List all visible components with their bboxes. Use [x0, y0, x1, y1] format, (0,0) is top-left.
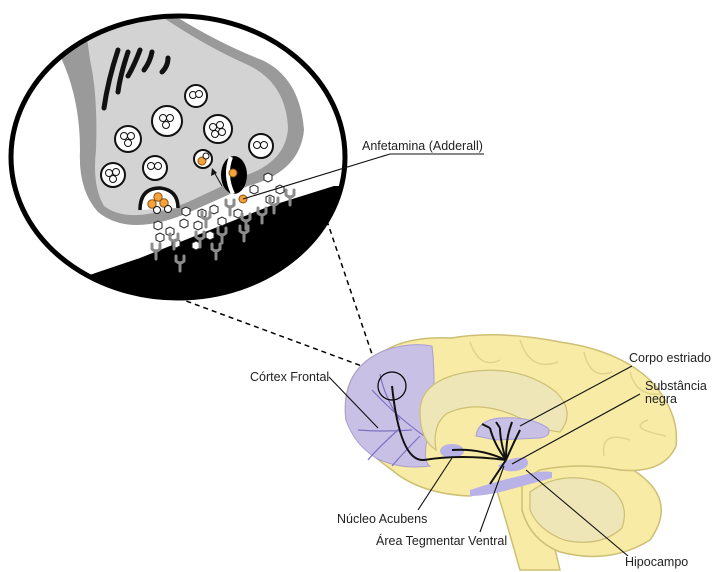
frontal-cortex-label: Córtex Frontal: [250, 370, 329, 384]
frontal-cortex-leader: [328, 376, 379, 429]
vta-label: Área Tegmentar Ventral: [376, 533, 507, 548]
drug-label: Anfetamina (Adderall): [362, 139, 483, 153]
limbic-arc: [470, 471, 552, 496]
vesicle-icon: [248, 133, 274, 159]
releasing-vesicle-icon: [138, 186, 180, 214]
substantia-nigra-label-line1: Substância: [645, 379, 707, 393]
vesicle-icon: [151, 105, 183, 137]
synapse-zoom-view: [8, 13, 348, 301]
striatum-leader: [519, 365, 633, 427]
striatum-label: Corpo estriado: [629, 351, 711, 365]
axon-filaments: [101, 47, 171, 111]
drug-leader-line: [242, 153, 391, 200]
vta-leader: [479, 465, 505, 533]
vesicle-icon: [114, 125, 142, 153]
gyri-lines: [469, 339, 667, 457]
vesicle-icon: [184, 84, 208, 108]
striatum-region: [475, 417, 550, 441]
zoom-target-marker: [377, 371, 407, 401]
zoom-connector-top: [323, 211, 379, 373]
transport-arrow: [213, 171, 223, 187]
hippocampus-label: Hipocampo: [625, 555, 688, 569]
hippocampus-leader: [525, 469, 629, 557]
nucleus-accumbens-region: [440, 444, 464, 458]
vesicle-icon: [142, 155, 168, 181]
substantia-nigra-label-line2: negra: [645, 392, 677, 406]
substantia-nigra-leader: [511, 393, 641, 465]
brain-sagittal-view: [344, 334, 678, 571]
substantia-nigra-region: [498, 457, 528, 472]
zoom-connector-bottom: [177, 297, 379, 373]
nucleus-accumbens-leader: [417, 457, 453, 511]
nucleus-accumbens-label: Núcleo Acubens: [337, 512, 427, 526]
dopamine-transporter-icon: [221, 156, 247, 195]
vesicle-icon: [100, 162, 126, 188]
dopamine-pathways: [391, 385, 521, 485]
vesicle-icon: [193, 149, 213, 169]
vesicle-icon: [203, 114, 233, 144]
